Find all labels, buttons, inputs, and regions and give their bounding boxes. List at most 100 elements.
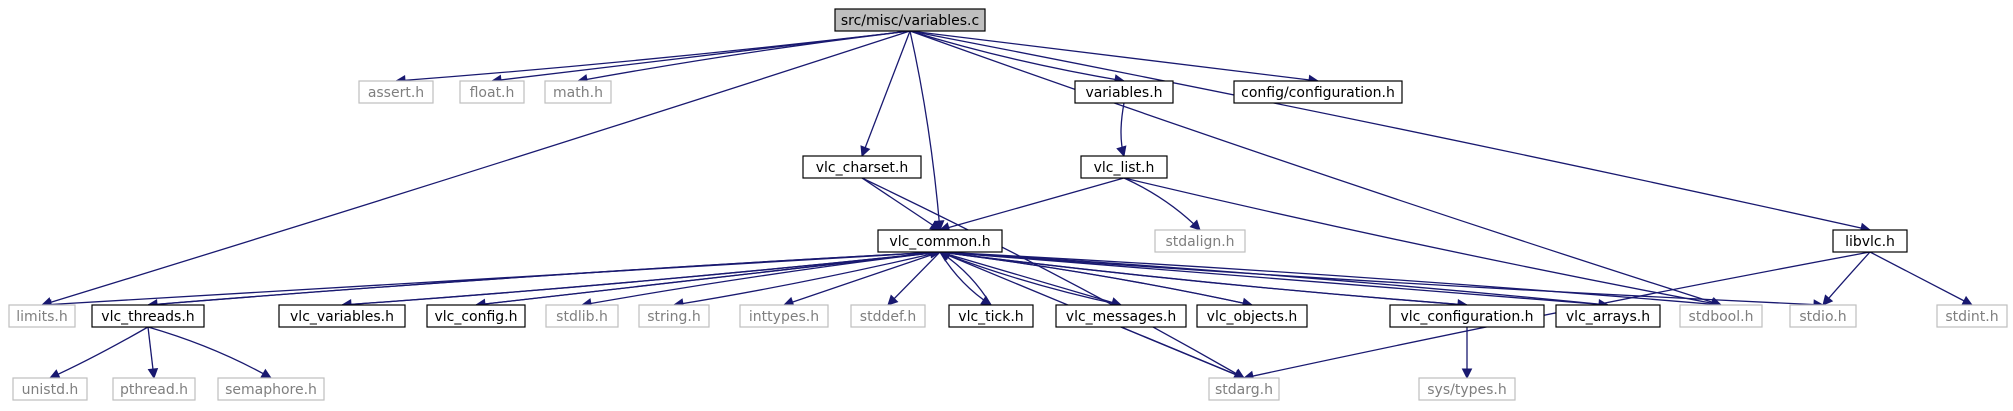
node-box xyxy=(112,377,196,401)
node-box xyxy=(1389,304,1545,328)
node-box xyxy=(1936,304,2008,328)
edge-arrowhead-variables-to-vlc_list xyxy=(1116,145,1127,158)
edge-vlc_common-to-string xyxy=(673,251,941,306)
node-vlc-configuration[interactable]: vlc_configuration.h xyxy=(1389,304,1545,328)
edge-libvlc-to-stdint xyxy=(1869,251,1973,306)
node-sys-types: sys/types.h xyxy=(1418,377,1516,401)
node-root[interactable]: src/misc/variables.c xyxy=(834,8,986,32)
edge-vlc_threads-to-semaphore xyxy=(147,326,272,379)
node-label: vlc_messages.h xyxy=(1066,309,1176,325)
edge-vlc_arrays-to-vlc_common xyxy=(939,251,1609,306)
node-vlc-tick[interactable]: vlc_tick.h xyxy=(948,304,1034,328)
node-label: vlc_common.h xyxy=(889,234,990,250)
edge-root-to-variables xyxy=(909,30,1125,82)
edge-vlc_common-to-stddef xyxy=(887,251,941,306)
node-label: vlc_objects.h xyxy=(1207,309,1298,325)
node-box xyxy=(1074,80,1174,104)
edge-arrowhead-vlc_configuration-to-sys_types xyxy=(1461,368,1473,380)
node-label: src/misc/variables.c xyxy=(841,13,979,29)
node-label: vlc_variables.h xyxy=(290,309,394,325)
edge-vlc_common-to-stdio xyxy=(939,251,1824,306)
node-assert: assert.h xyxy=(358,80,434,104)
edge-root-to-config_configuration xyxy=(909,30,1319,82)
edge-vlc_list-to-stdbool xyxy=(1123,177,1722,306)
node-label: math.h xyxy=(553,85,603,101)
node-label: stdio.h xyxy=(1799,309,1846,325)
node-label: stdlib.h xyxy=(556,309,608,325)
edge-arrowhead-vlc_threads-to-semaphore xyxy=(260,368,272,379)
edge-arrowhead-vlc_charset-to-vlc_common xyxy=(929,220,941,231)
node-label: float.h xyxy=(470,85,515,101)
edge-root-to-stdbool xyxy=(909,30,1722,306)
edge-vlc_charset-to-vlc_common xyxy=(861,177,941,231)
node-vlc-arrays[interactable]: vlc_arrays.h xyxy=(1555,304,1661,328)
edge-vlc_common-to-stdlib xyxy=(581,251,941,306)
node-stddef: stddef.h xyxy=(850,304,926,328)
node-vlc-messages[interactable]: vlc_messages.h xyxy=(1055,304,1187,328)
node-inttypes: inttypes.h xyxy=(739,304,829,328)
node-box xyxy=(638,304,710,328)
node-stdio: stdio.h xyxy=(1789,304,1857,328)
node-label: assert.h xyxy=(368,85,424,101)
edge-vlc_common-to-stdbool xyxy=(939,251,1722,306)
node-label: inttypes.h xyxy=(749,309,819,325)
node-label: vlc_config.h xyxy=(434,309,517,325)
edge-arrowhead-vlc_list-to-stdalign xyxy=(1189,219,1201,231)
node-label: stdint.h xyxy=(1945,309,1998,325)
edge-vlc_common-to-vlc_variables xyxy=(341,251,941,306)
node-label: semaphore.h xyxy=(225,382,317,398)
edge-vlc_config-to-vlc_common xyxy=(475,251,941,306)
node-box xyxy=(1679,304,1763,328)
node-stdbool: stdbool.h xyxy=(1679,304,1763,328)
node-vlc-threads[interactable]: vlc_threads.h xyxy=(91,304,205,328)
edge-arrowhead-vlc_threads-to-unistd xyxy=(48,369,61,379)
edge-arrowhead-libvlc-to-stdio xyxy=(1822,294,1834,306)
node-box xyxy=(8,304,76,328)
edge-root-to-math xyxy=(577,30,911,82)
node-vlc-objects[interactable]: vlc_objects.h xyxy=(1196,304,1308,328)
node-vlc-common[interactable]: vlc_common.h xyxy=(877,229,1003,253)
node-stdarg: stdarg.h xyxy=(1208,377,1280,401)
node-vlc-list[interactable]: vlc_list.h xyxy=(1080,155,1168,179)
node-box xyxy=(217,377,325,401)
node-box xyxy=(1233,80,1403,104)
edge-vlc_threads-to-vlc_common xyxy=(147,251,941,306)
node-label: config/configuration.h xyxy=(1241,85,1395,101)
node-semaphore: semaphore.h xyxy=(217,377,325,401)
edge-root-to-vlc_common xyxy=(909,30,941,231)
node-vlc-config[interactable]: vlc_config.h xyxy=(426,304,526,328)
node-label: pthread.h xyxy=(120,382,188,398)
node-box xyxy=(739,304,829,328)
node-variables[interactable]: variables.h xyxy=(1074,80,1174,104)
edge-root-to-vlc_charset xyxy=(861,30,911,157)
node-label: stdalign.h xyxy=(1165,234,1234,250)
node-limits: limits.h xyxy=(8,304,76,328)
node-box xyxy=(12,377,88,401)
node-box xyxy=(544,80,612,104)
node-box xyxy=(850,304,926,328)
edge-arrowhead-libvlc-to-stdint xyxy=(1961,295,1973,306)
node-pthread: pthread.h xyxy=(112,377,196,401)
node-box xyxy=(877,229,1003,253)
edge-root-to-limits xyxy=(41,30,911,306)
edge-vlc_charset-to-stdarg xyxy=(861,177,1245,379)
node-box xyxy=(1196,304,1308,328)
node-label: stdbool.h xyxy=(1689,309,1754,325)
node-label: stdarg.h xyxy=(1215,382,1273,398)
edge-arrowhead-vlc_threads-to-pthread xyxy=(147,367,159,380)
edge-vlc_list-to-vlc_common xyxy=(939,177,1125,231)
edge-vlc_list-to-stdalign xyxy=(1123,177,1201,231)
node-label: stddef.h xyxy=(860,309,916,325)
node-string: string.h xyxy=(638,304,710,328)
node-vlc-variables[interactable]: vlc_variables.h xyxy=(278,304,406,328)
node-box xyxy=(1208,377,1280,401)
node-box xyxy=(834,8,986,32)
edge-vlc_messages-to-stdarg xyxy=(1120,326,1245,379)
node-libvlc[interactable]: libvlc.h xyxy=(1832,229,1908,253)
node-config-configuration[interactable]: config/configuration.h xyxy=(1233,80,1403,104)
node-label: variables.h xyxy=(1085,85,1162,101)
node-label: vlc_configuration.h xyxy=(1400,309,1533,325)
node-vlc-charset[interactable]: vlc_charset.h xyxy=(802,155,922,179)
node-box xyxy=(1080,155,1168,179)
